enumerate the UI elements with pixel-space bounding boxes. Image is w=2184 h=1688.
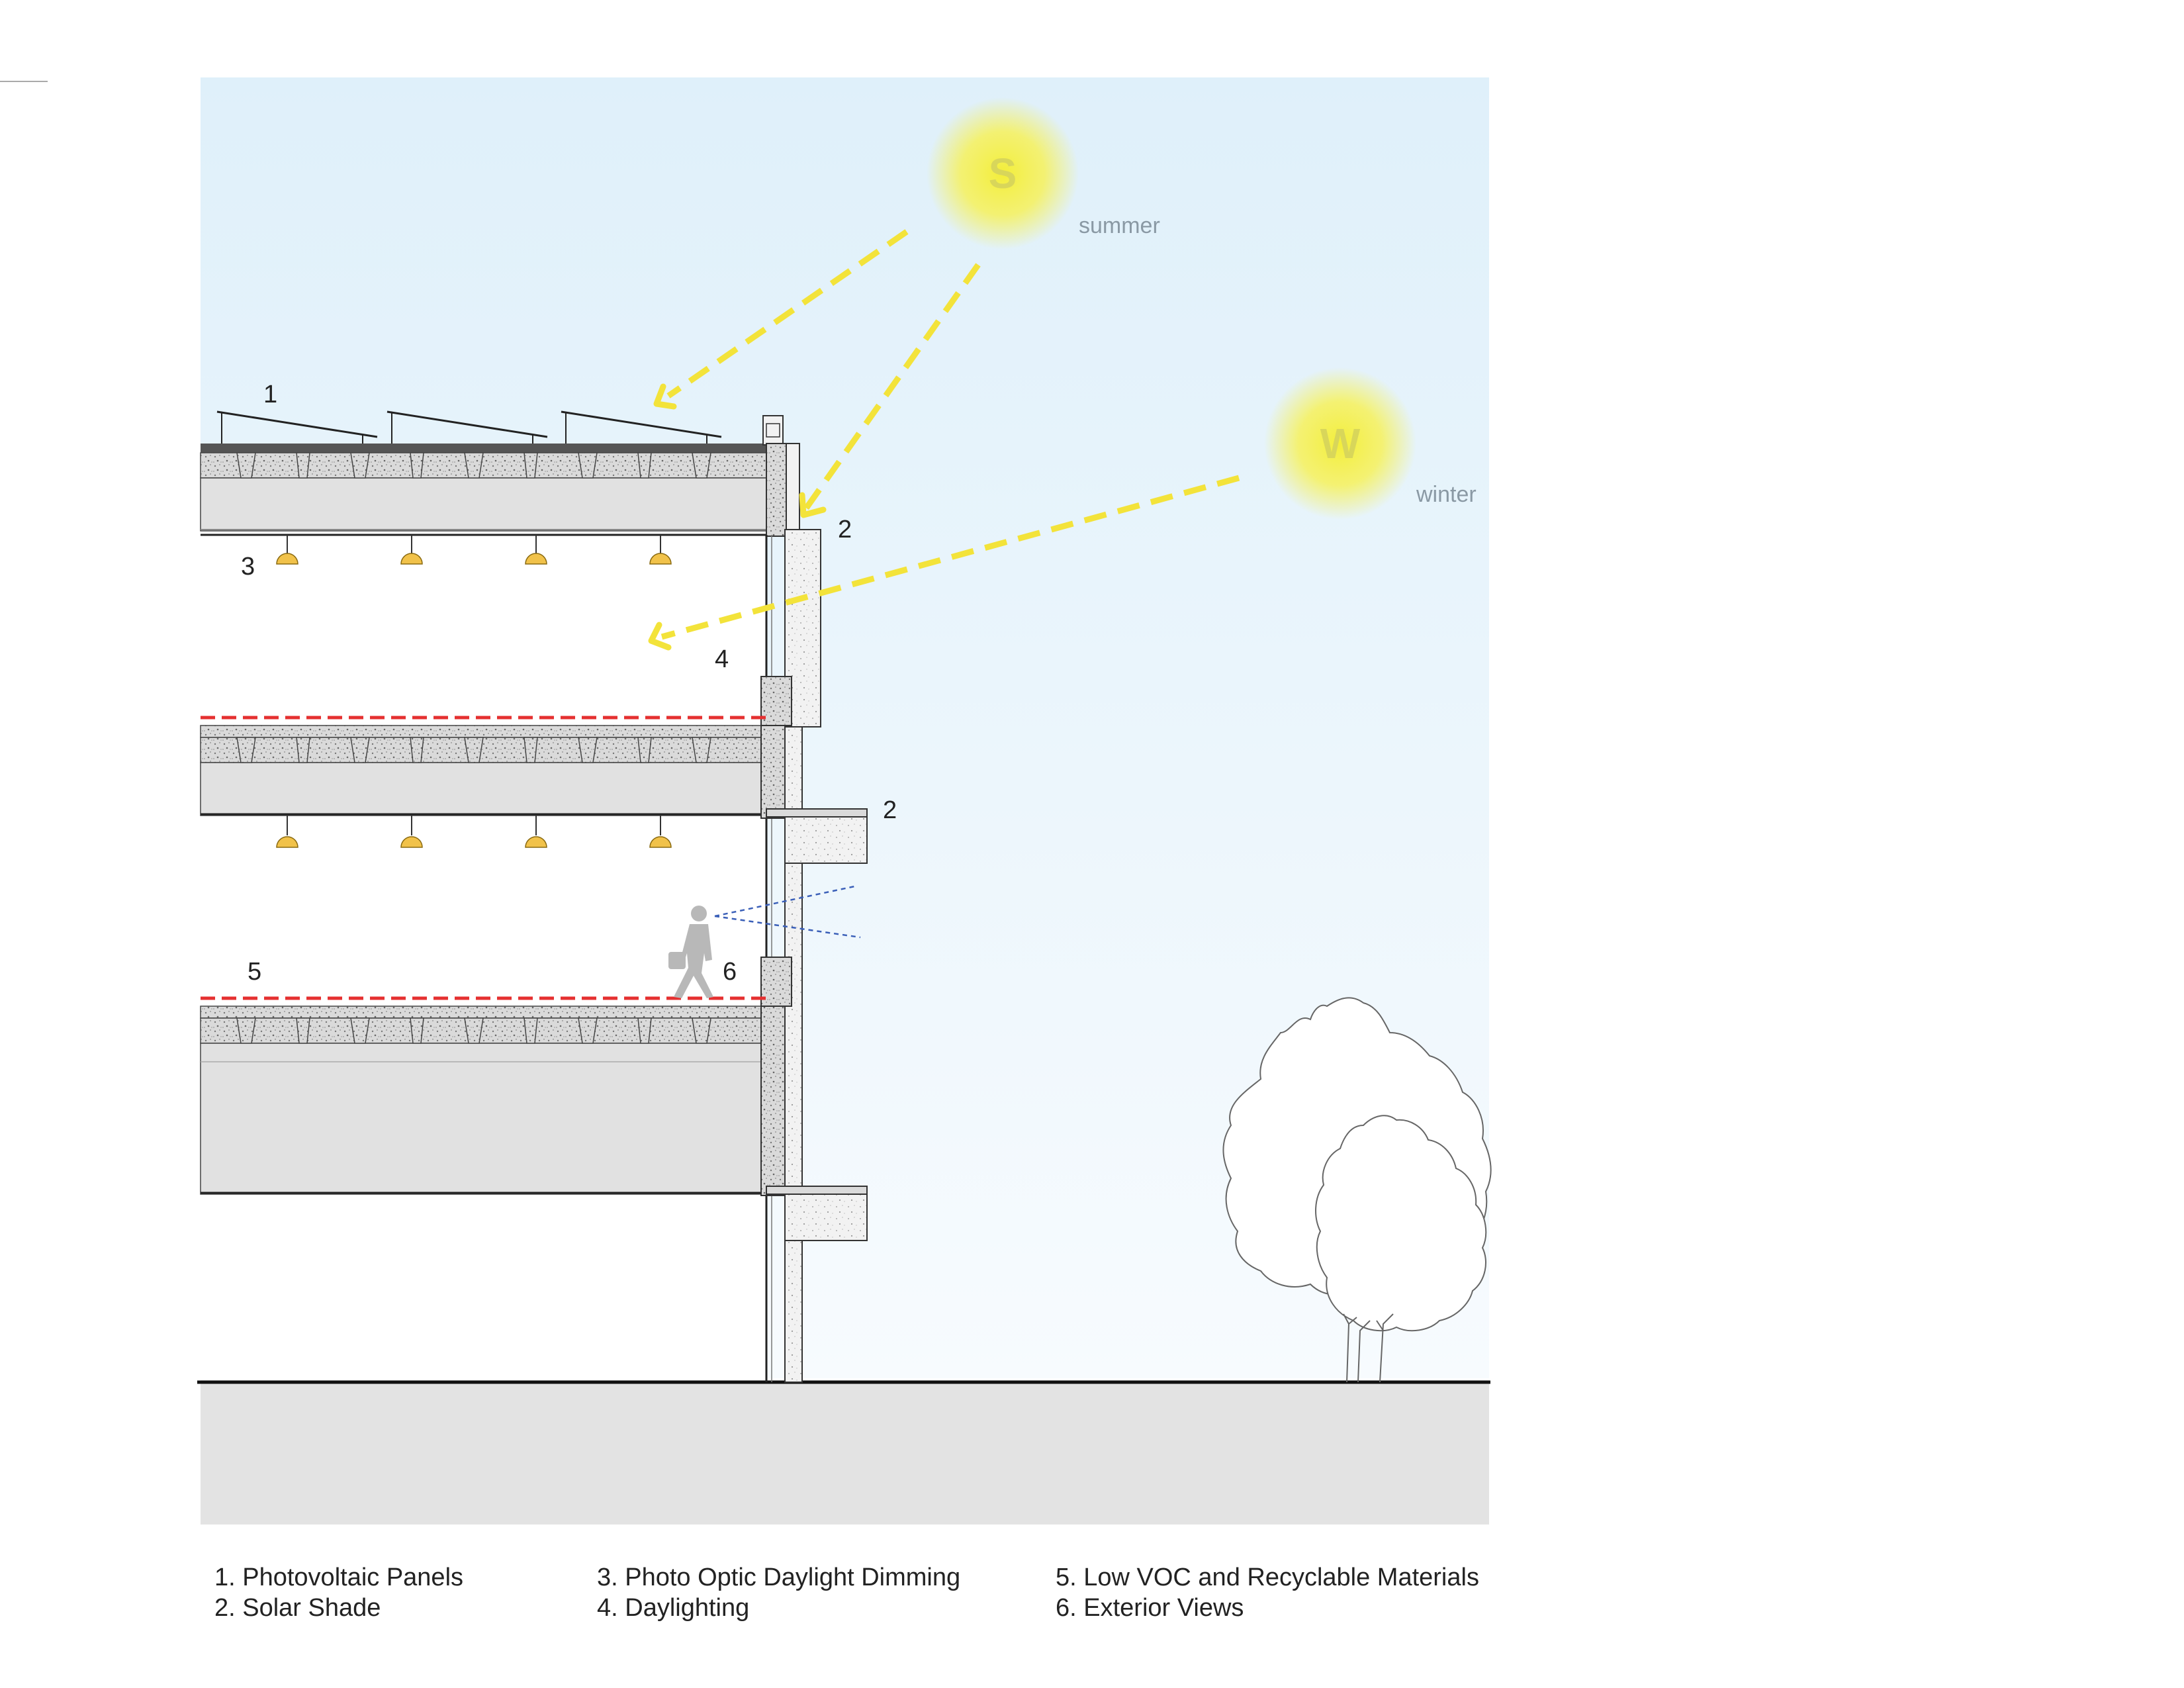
sight-lines bbox=[714, 884, 861, 939]
legend-column-2: 3. Photo Optic Daylight Dimming 4. Dayli… bbox=[597, 1562, 960, 1623]
lower-shade-top bbox=[766, 1186, 868, 1195]
callout-photovoltaic: 1 bbox=[263, 381, 277, 408]
winter-sun-icon: W bbox=[1264, 367, 1416, 520]
legend-item: 2. Solar Shade bbox=[214, 1594, 381, 1622]
pv-panel-icon bbox=[216, 410, 722, 444]
middle-shade-top bbox=[766, 808, 868, 818]
callout-dimming: 3 bbox=[241, 553, 255, 581]
summer-label: summer bbox=[1079, 213, 1160, 238]
second-floor-slab bbox=[200, 676, 792, 819]
legend-item: 5. Low VOC and Recyclable Materials bbox=[1056, 1564, 1479, 1591]
legend-item: 4. Daylighting bbox=[597, 1594, 750, 1622]
svg-text:S: S bbox=[989, 150, 1017, 197]
legend-column-3: 5. Low VOC and Recyclable Materials 6. E… bbox=[1056, 1562, 1479, 1623]
legend-column-1: 1. Photovoltaic Panels 2. Solar Shade bbox=[214, 1562, 463, 1623]
roof-slab bbox=[200, 444, 767, 536]
roof-ribs bbox=[236, 452, 711, 479]
person-icon bbox=[668, 906, 713, 998]
legend-item: 6. Exterior Views bbox=[1056, 1594, 1244, 1622]
interior-space bbox=[201, 444, 766, 1380]
legend-item: 3. Photo Optic Daylight Dimming bbox=[597, 1564, 961, 1591]
callout-daylighting: 4 bbox=[715, 645, 729, 673]
summer-sun-icon: S bbox=[927, 97, 1079, 250]
sun-rays bbox=[660, 229, 1240, 640]
ground-section bbox=[201, 1380, 1489, 1524]
callout-solar-shade-upper: 2 bbox=[838, 516, 852, 543]
pendant-lamp-icon bbox=[276, 535, 672, 848]
first-floor-ribs bbox=[236, 1017, 711, 1044]
parapet bbox=[762, 415, 784, 445]
second-floor-ribs bbox=[236, 737, 711, 763]
middle-solar-shade bbox=[784, 810, 868, 864]
callout-solar-shade-lower: 2 bbox=[883, 796, 897, 824]
legend-item: 1. Photovoltaic Panels bbox=[214, 1564, 464, 1591]
lower-solar-shade bbox=[784, 1187, 868, 1241]
first-floor-slab bbox=[200, 957, 792, 1196]
winter-label: winter bbox=[1416, 482, 1477, 507]
callout-materials: 5 bbox=[248, 958, 261, 986]
tree-icon bbox=[1222, 997, 1492, 1383]
callout-views: 6 bbox=[723, 958, 737, 986]
svg-text:W: W bbox=[1320, 420, 1361, 467]
sun-ray-arrowheads bbox=[648, 383, 827, 651]
